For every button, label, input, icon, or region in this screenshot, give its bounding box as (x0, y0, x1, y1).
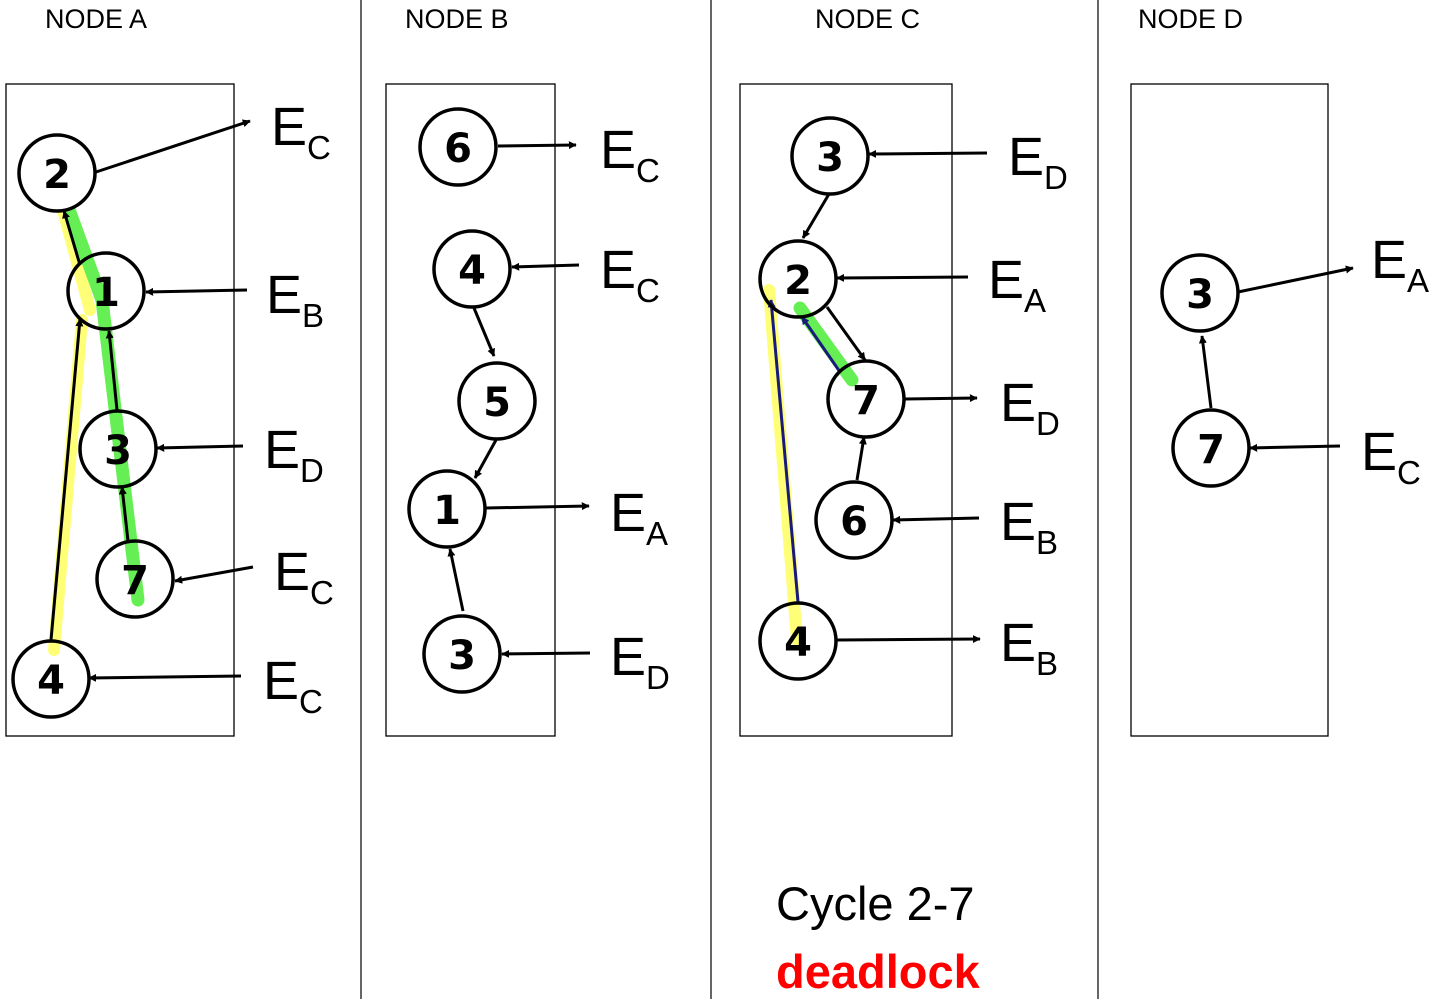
process-label: 3 (816, 135, 844, 181)
node-c-ext-label-eb-2: EB (1000, 613, 1058, 682)
node-b-ext-edge-1-out (485, 502, 590, 511)
node-a-green-highlight (53, 178, 145, 607)
node-d-edge-7-to-3 (1198, 335, 1213, 409)
node-a-ext-edge-2-out (95, 119, 251, 174)
node-c-yellow-highlight (763, 284, 803, 646)
node-c-box (739, 83, 953, 737)
node-a-ext-edge-3-in (156, 443, 244, 452)
node-c-ext-edge-3-in (868, 149, 988, 158)
node-c-process-2: 2 (758, 239, 838, 319)
node-a-ext-label-ec-1: EC (271, 97, 331, 166)
process-label: 7 (121, 558, 149, 604)
node-c-edge-6-to-7 (855, 436, 867, 481)
node-c-ext-edge-7-out (904, 394, 978, 403)
node-a-process-1: 1 (66, 251, 146, 331)
node-c-edge-2-to-7 (825, 306, 867, 361)
node-a-ext-label-ec-3: EC (263, 651, 323, 720)
node-a-edge-3-to-1 (105, 330, 119, 411)
process-label: 3 (448, 633, 476, 679)
node-a-edge-1-to-2 (62, 210, 82, 266)
process-label: 3 (1186, 272, 1214, 318)
node-a-edge-7-to-3 (118, 486, 130, 542)
node-d-ext-label-ec: EC (1361, 422, 1421, 491)
cycle-caption: Cycle 2-7 (776, 877, 975, 930)
node-d-ext-edge-7-in (1249, 443, 1341, 452)
node-b-ext-label-ed: ED (610, 627, 670, 696)
node-d-box (1130, 83, 1329, 737)
node-c-ext-label-ed-1: ED (1008, 127, 1068, 196)
node-c-ext-label-eb-1: EB (1000, 492, 1058, 561)
node-a-title: NODE A (45, 4, 147, 34)
node-d-title: NODE D (1138, 4, 1243, 34)
node-b-box (385, 83, 556, 737)
process-label: 2 (784, 258, 812, 304)
node-d-process-7: 7 (1171, 408, 1251, 488)
node-a-ext-label-eb: EB (266, 265, 324, 334)
node-a-process-7: 7 (95, 539, 175, 619)
node-d-ext-label-ea: EA (1371, 230, 1429, 299)
process-label: 6 (444, 126, 472, 172)
node-d-process-3: 3 (1160, 253, 1240, 333)
node-a-ext-edge-4-in (88, 673, 242, 682)
node-b-ext-edge-6-out (497, 141, 577, 150)
node-b-edge-5-to-1 (473, 439, 498, 479)
node-a-edge-4-to-1 (49, 318, 84, 641)
deadlock-caption: deadlock (776, 945, 981, 998)
node-c-ext-label-ed-2: ED (1000, 373, 1060, 442)
process-label: 5 (483, 380, 511, 426)
node-c-ext-edge-6-in (892, 515, 980, 524)
node-c-edge-4-to-2 (767, 299, 800, 603)
node-d-ext-edge-3-out (1237, 265, 1354, 294)
node-c-ext-label-ea: EA (988, 250, 1046, 319)
node-a-process-2: 2 (17, 133, 97, 213)
node-a-process-4: 4 (11, 639, 91, 719)
node-b-process-6: 6 (418, 107, 498, 187)
node-a-ext-edge-7-in (174, 565, 254, 584)
node-c-process-4: 4 (758, 601, 838, 681)
node-a-ext-edge-1-in (145, 287, 248, 296)
process-label: 4 (37, 658, 65, 704)
node-b-ext-edge-4-in (511, 262, 580, 271)
process-label: 4 (458, 248, 486, 294)
node-c-ext-edge-2-in (836, 273, 969, 282)
process-label: 7 (852, 378, 880, 424)
node-b-edge-3-to-1 (447, 548, 465, 612)
process-label: 3 (104, 428, 132, 474)
node-a-box (5, 83, 235, 737)
node-c-ext-edge-4-out (836, 635, 981, 644)
node-a-yellow-highlight-lower (48, 314, 88, 656)
process-label: 6 (840, 499, 868, 545)
node-a-ext-label-ed: ED (264, 420, 324, 489)
node-c-edge-3-to-2 (801, 193, 831, 239)
node-b-title: NODE B (405, 4, 509, 34)
process-label: 2 (43, 152, 71, 198)
node-b-process-4: 4 (432, 229, 512, 309)
process-label: 7 (1197, 427, 1225, 473)
node-b-ext-label-ec-1: EC (600, 120, 660, 189)
node-c-process-3: 3 (790, 116, 870, 196)
node-a-process-3: 3 (78, 409, 158, 489)
node-c-edge-7-to-2 (800, 316, 842, 373)
node-c-process-6: 6 (814, 480, 894, 560)
node-c-process-7: 7 (826, 359, 906, 439)
node-b-ext-label-ea: EA (610, 483, 668, 552)
node-b-ext-label-ec-2: EC (600, 240, 660, 309)
node-b-process-1: 1 (407, 469, 487, 549)
node-a-ext-label-ec-2: EC (274, 542, 334, 611)
node-b-process-5: 5 (457, 361, 537, 441)
process-label: 1 (92, 270, 120, 316)
node-c-title: NODE C (815, 4, 920, 34)
node-b-ext-edge-3-in (501, 649, 591, 658)
node-b-process-3: 3 (422, 614, 502, 694)
process-label: 4 (784, 620, 812, 666)
process-label: 1 (433, 488, 461, 534)
node-b-edge-4-to-5 (472, 307, 496, 357)
